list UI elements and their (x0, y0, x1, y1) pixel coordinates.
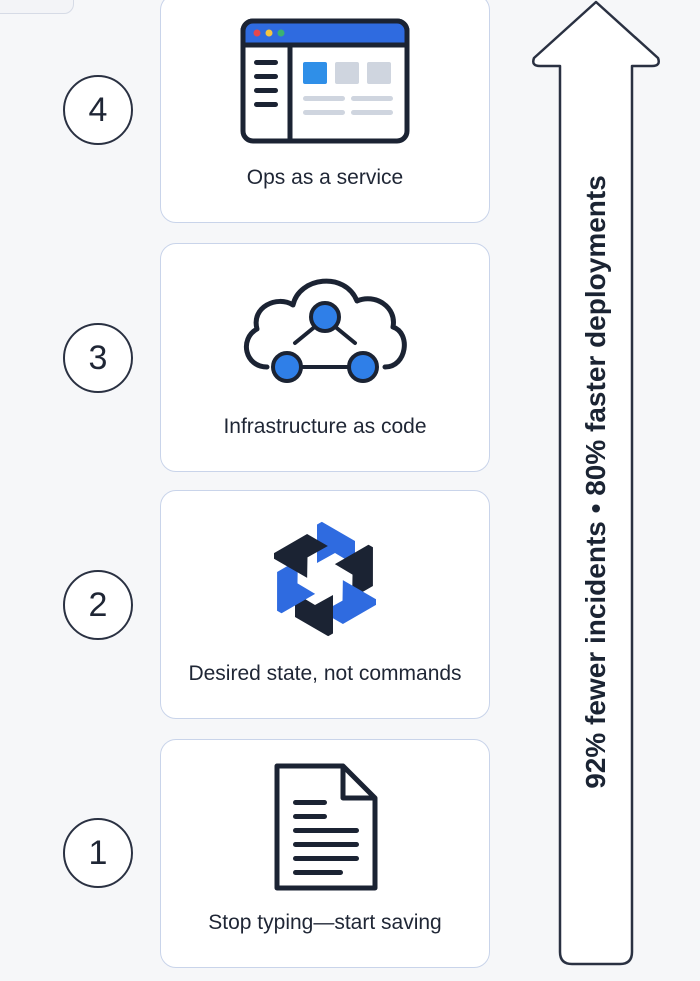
cloud-network-icon (161, 264, 489, 399)
step-4-label: Ops as a service (246, 166, 404, 189)
step-2-card: Desired state, not commands (160, 490, 490, 719)
step-1-card: Stop typing—start saving (160, 739, 490, 968)
step-2-number: 2 (63, 570, 133, 640)
step-2-label: Desired state, not commands (188, 662, 462, 685)
step-1-number: 1 (63, 818, 133, 888)
corner-tab (0, 0, 74, 14)
progress-arrow (528, 0, 664, 976)
hexagon-knot-icon (161, 511, 489, 646)
step-3-number: 3 (63, 323, 133, 393)
arrow-metrics-text: 92% fewer incidents • 80% faster deploym… (580, 175, 611, 789)
step-4-card: Ops as a service (160, 0, 490, 223)
document-icon (161, 760, 489, 895)
step-1-label: Stop typing—start saving (208, 911, 442, 934)
step-4-number: 4 (63, 75, 133, 145)
step-3-label: Infrastructure as code (223, 415, 427, 438)
step-3-card: Infrastructure as code (160, 243, 490, 472)
browser-window-icon (161, 15, 489, 150)
